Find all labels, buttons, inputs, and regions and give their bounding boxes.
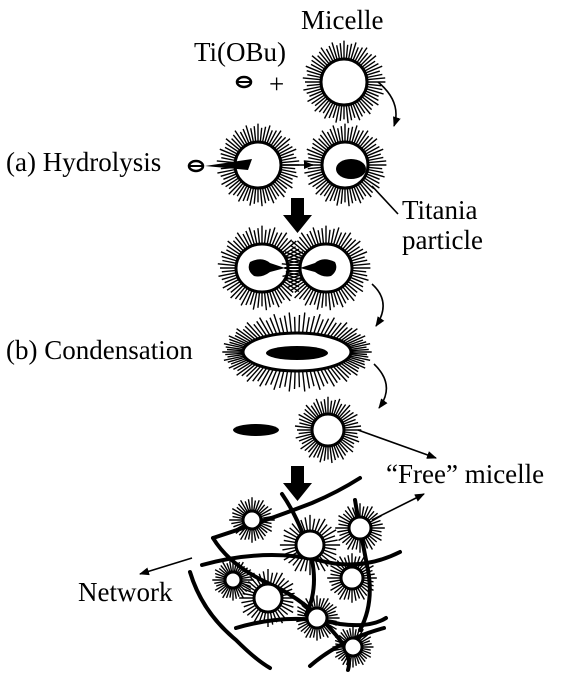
hydrolysis-step-label: (a) Hydrolysis <box>6 148 161 176</box>
network-pointer <box>140 558 192 574</box>
titania-particle <box>336 159 366 179</box>
plus-sign: + <box>269 70 284 98</box>
network-micelle <box>335 503 385 553</box>
micelle-group <box>217 41 387 463</box>
condensation-step-label: (b) Condensation <box>6 336 193 364</box>
flow-arrow <box>374 364 386 408</box>
free-micelle-pointer <box>358 430 436 458</box>
network-label: Network <box>78 578 172 606</box>
network-micelle <box>229 497 275 543</box>
micelle-label: Micelle <box>301 6 383 34</box>
precursor-label: Ti(OBu) <box>194 38 286 66</box>
down-arrow <box>283 466 312 501</box>
titania-pointer <box>372 186 398 214</box>
released-titania-particle <box>233 424 279 436</box>
titania-particle-elongated <box>266 346 328 360</box>
free-micelle <box>295 397 361 463</box>
free-micelle-label: “Free” micelle <box>386 460 544 488</box>
down-arrow <box>283 198 312 233</box>
micelle <box>303 41 386 124</box>
titania-label-line2: particle <box>402 226 483 254</box>
titania-label-line1: Titania <box>402 196 478 224</box>
flow-arrow <box>372 284 383 326</box>
